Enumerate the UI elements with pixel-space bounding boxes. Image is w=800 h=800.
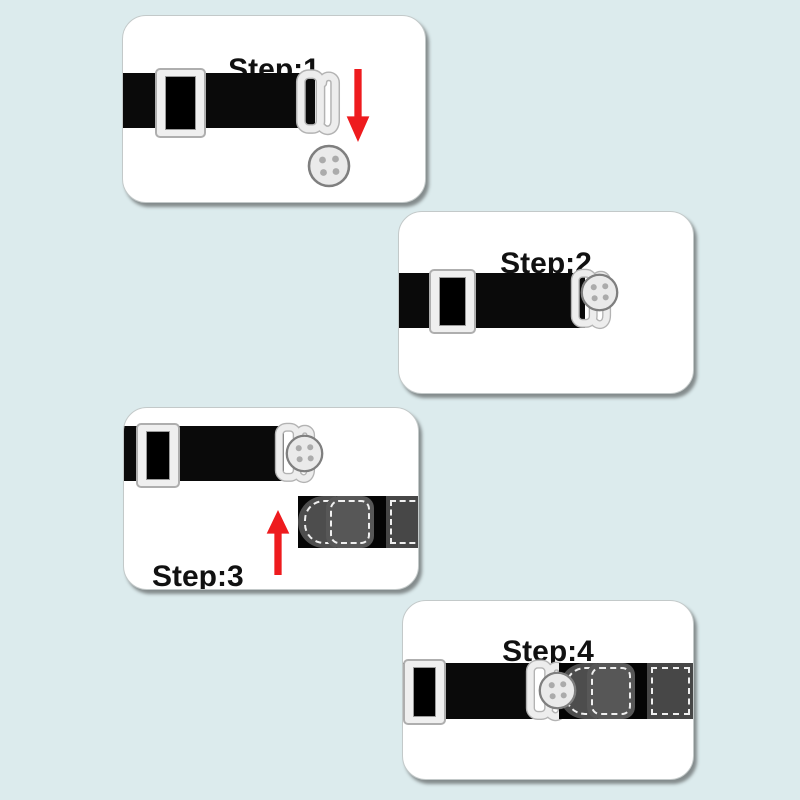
- step-card-3: Step:3: [123, 407, 419, 590]
- arrow-up-icon: [266, 509, 290, 575]
- button-icon: [285, 434, 324, 473]
- slider-buckle-icon: [136, 423, 180, 488]
- strap: [123, 73, 315, 128]
- button-icon: [538, 671, 577, 710]
- button-icon: [580, 273, 619, 312]
- waistband-stitched-patch: [326, 496, 374, 548]
- slider-buckle-hole: [439, 277, 466, 326]
- stitched-waistband: [298, 496, 418, 548]
- step-card-2: Step:2: [398, 211, 694, 394]
- button-icon: [307, 144, 351, 188]
- step-card-1: Step:1: [122, 15, 426, 203]
- waistband-stitched-panel: [386, 496, 418, 548]
- slider-buckle-hole: [146, 431, 170, 480]
- strap: [399, 273, 585, 328]
- step-card-4: Step:4: [402, 600, 694, 780]
- step-3-title: Step:3: [152, 559, 244, 590]
- slider-buckle-hole: [165, 76, 196, 130]
- slider-buckle-icon: [429, 269, 476, 334]
- j-hook-icon: [295, 69, 341, 136]
- slider-buckle-icon: [155, 68, 206, 138]
- arrow-down-icon: [346, 69, 370, 143]
- slider-buckle-icon: [403, 659, 446, 725]
- slider-buckle-hole: [413, 667, 436, 717]
- waistband-stitched-panel: [647, 663, 693, 719]
- waistband-stitched-patch: [587, 663, 635, 719]
- stitched-waistband: [559, 663, 693, 719]
